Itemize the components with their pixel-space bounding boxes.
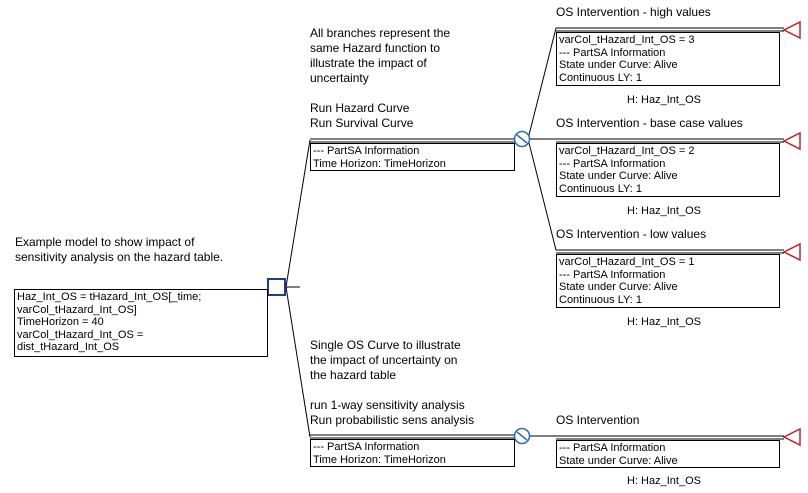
branch-line-top [285, 139, 311, 288]
root-note: Example model to show impact of sensitiv… [15, 235, 224, 264]
chance-node-top-icon[interactable] [513, 130, 531, 148]
root-definitions-box[interactable]: Haz_Int_OS = tHazard_Int_OS[_time; varCo… [14, 289, 268, 357]
leaf-low-title: OS Intervention - low values [556, 227, 707, 241]
leaf-high-box[interactable]: varCol_tHazard_Int_OS = 3 --- PartSA Inf… [556, 32, 780, 86]
leaf-low-hazard: H: Haz_Int_OS [627, 316, 701, 328]
leaf-base-box[interactable]: varCol_tHazard_Int_OS = 2 --- PartSA Inf… [556, 143, 780, 197]
leaf-low-box[interactable]: varCol_tHazard_Int_OS = 1 --- PartSA Inf… [556, 254, 780, 308]
leaf-line-low [527, 138, 557, 251]
leaf-single-title: OS Intervention [556, 413, 640, 427]
leaf-base-title: OS Intervention - base case values [556, 116, 743, 130]
chance-node-bottom-icon[interactable] [513, 427, 531, 445]
terminal-node-low-icon[interactable] [782, 242, 801, 262]
leaf-high-title: OS Intervention - high values [556, 5, 711, 19]
leaf-line-high [527, 27, 557, 140]
branch-bottom-box[interactable]: --- PartSA Information Time Horizon: Tim… [310, 439, 515, 467]
branch-top-box[interactable]: --- PartSA Information Time Horizon: Tim… [310, 143, 515, 171]
terminal-node-single-icon[interactable] [782, 427, 801, 447]
leaf-base-hazard: H: Haz_Int_OS [627, 205, 701, 217]
leaf-single-hazard: H: Haz_Int_OS [627, 475, 701, 487]
terminal-node-base-icon[interactable] [782, 131, 801, 151]
branch-line-bottom [285, 286, 311, 438]
branch-top-note: All branches represent the same Hazard f… [310, 26, 451, 130]
terminal-node-high-icon[interactable] [782, 20, 801, 40]
decision-node-icon[interactable] [267, 278, 286, 296]
leaf-single-box[interactable]: --- PartSA Information State under Curve… [556, 440, 780, 468]
branch-bottom-note: Single OS Curve to illustrate the impact… [310, 338, 475, 427]
leaf-high-hazard: H: Haz_Int_OS [627, 94, 701, 106]
